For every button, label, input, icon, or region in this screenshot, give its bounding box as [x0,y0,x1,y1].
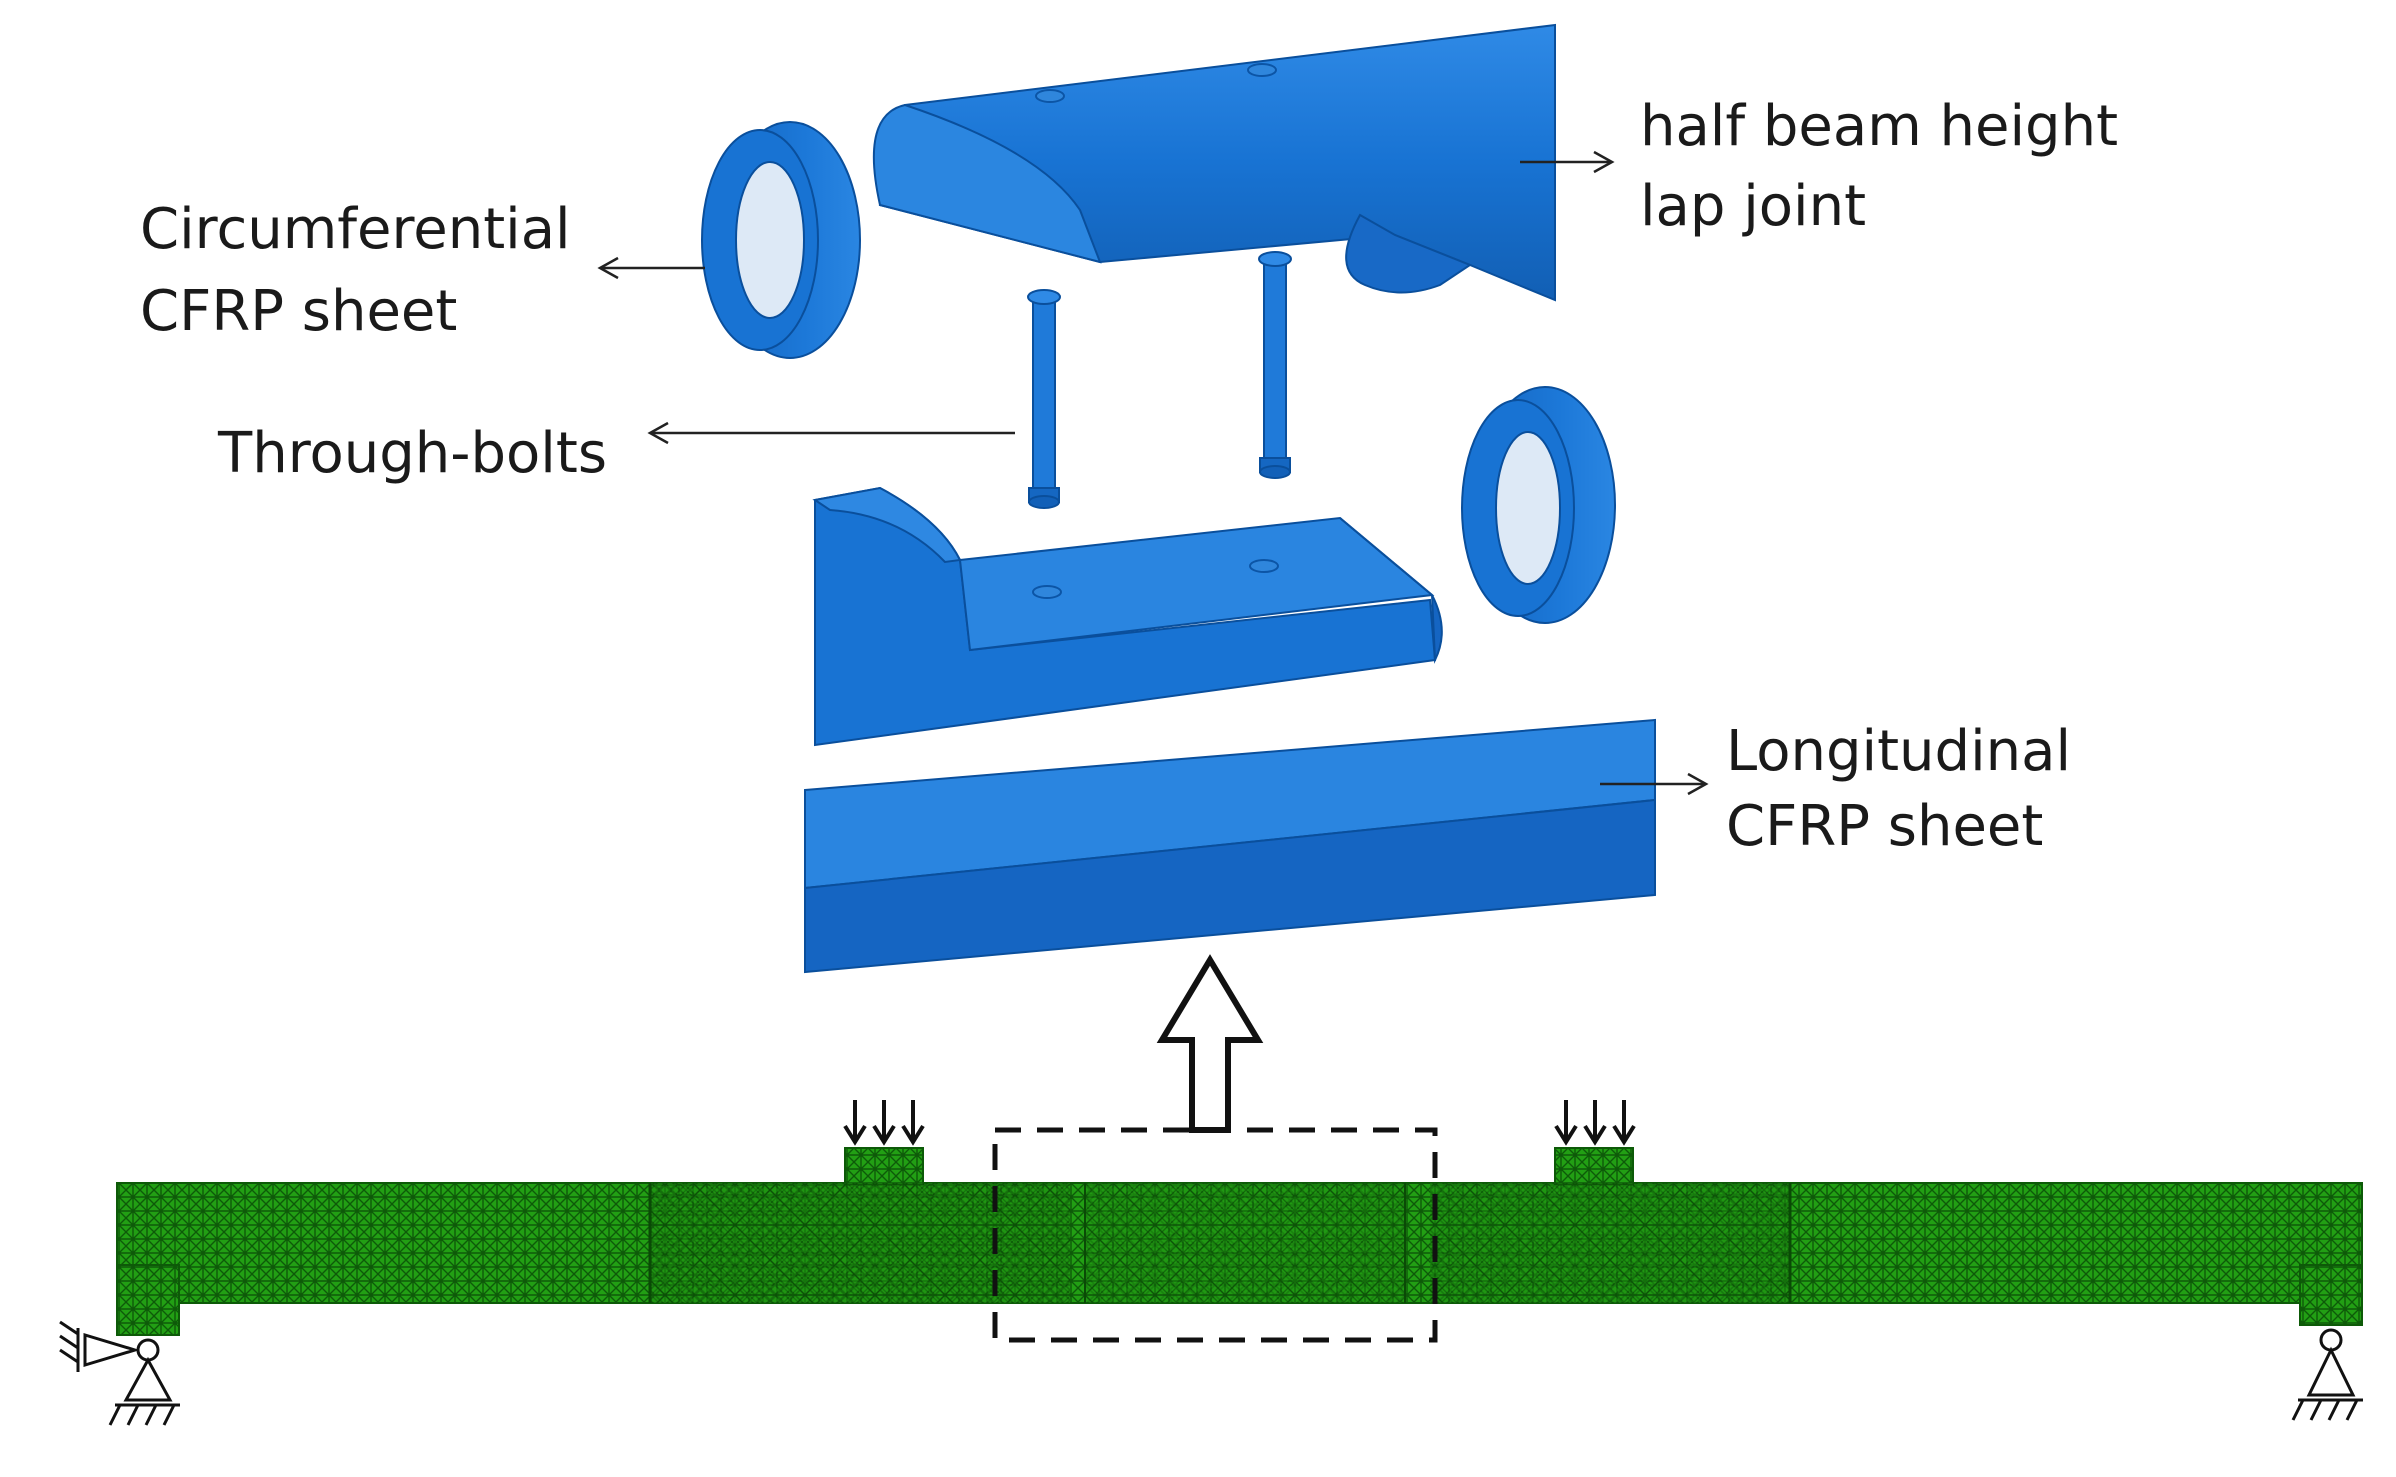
circumferential-sheet-ring-left [701,121,861,359]
through-bolt-left [1027,289,1061,509]
fe-meshed-beam [116,1147,2363,1336]
hollow-up-arrow-icon [1156,954,1264,1133]
through-bolts-label: Through-bolts [217,421,607,486]
bolt-hole [1035,89,1065,103]
through-bolt-right [1258,251,1292,479]
roller-support-right-icon [2291,1328,2363,1421]
bolt-hole [1247,63,1277,77]
bolt-hole [1249,559,1279,573]
label-through-bolts: Through-bolts [217,421,1015,486]
lap-joint-label-line1: half beam height [1640,94,2118,159]
circumferential-label-line1: Circumferential [140,197,571,262]
lower-lap-joint-half [812,486,1443,747]
longitudinal-label-line2: CFRP sheet [1726,794,2043,859]
arrowhead-icon [647,421,669,445]
circumferential-label-line2: CFRP sheet [140,279,457,344]
longitudinal-cfrp-sheet [804,718,1656,974]
arrowhead-icon [597,256,619,280]
label-lap-joint: half beam height lap joint [1520,94,2118,239]
label-longitudinal: Longitudinal CFRP sheet [1600,719,2071,859]
upper-lap-joint-half [872,23,1556,302]
arrowhead-icon [1687,772,1709,796]
arrowhead-icon [1593,150,1615,174]
circumferential-sheet-ring-right [1461,386,1616,624]
load-arrows-left-icon [843,1100,925,1146]
lap-joint-label-line2: lap joint [1640,174,1866,239]
load-arrows-right-icon [1554,1100,1636,1146]
label-circumferential: Circumferential CFRP sheet [140,197,705,344]
longitudinal-label-line1: Longitudinal [1726,719,2071,784]
dashed-selection-box [992,1127,1438,1343]
bolt-hole [1032,585,1062,599]
pin-support-left-icon [59,1320,180,1426]
